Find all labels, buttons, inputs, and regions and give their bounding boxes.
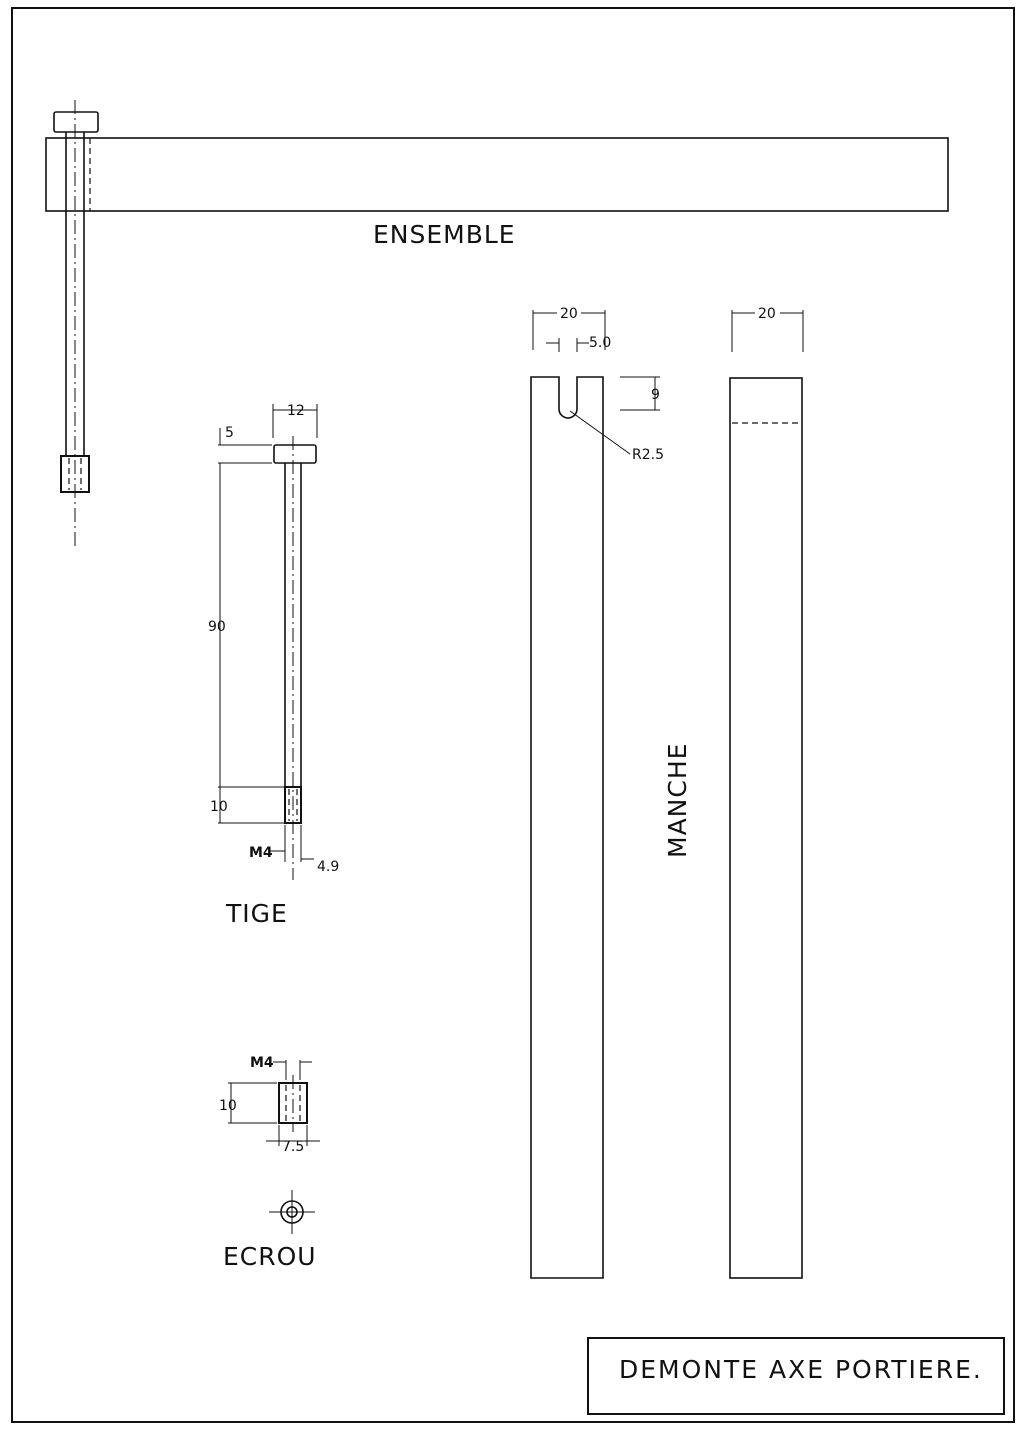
dim-slot-depth-text: 9 xyxy=(651,387,660,403)
dim-thread-length-text: 10 xyxy=(210,799,228,815)
dim-shaft-length-text: 90 xyxy=(208,619,226,635)
dim-thread-diameter-text: 4.9 xyxy=(317,859,339,875)
assembly-rod-head xyxy=(53,111,99,133)
assembly-label: ENSEMBLE xyxy=(373,220,516,249)
dim-thread-text: M4 xyxy=(249,845,273,861)
nut-label: ECROU xyxy=(223,1242,317,1271)
nut-view: M4 10 7.5 ECROU xyxy=(219,1055,320,1271)
handle-side-outline xyxy=(729,377,803,1279)
dim-head-width-text: 12 xyxy=(287,403,305,419)
title-block-title: DEMONTE AXE PORTIERE. xyxy=(619,1355,983,1384)
handle-label: MANCHE xyxy=(663,743,692,858)
rod-label: TIGE xyxy=(225,899,288,928)
dim-head-height-text: 5 xyxy=(225,425,234,441)
rod-view: 12 5 90 10 M4 4.9 TIGE xyxy=(208,403,339,928)
assembly-handle-bar xyxy=(45,137,949,212)
dim-slot-radius-leader xyxy=(569,410,631,455)
dim-nut-width-text: 7.5 xyxy=(282,1139,304,1155)
sheet-border xyxy=(11,7,1015,1423)
assembly-view: ENSEMBLE xyxy=(45,100,949,548)
dim-slot-width-text: 5.0 xyxy=(589,335,611,351)
dim-slot-radius-text: R2.5 xyxy=(632,447,664,463)
handle-front-view: 20 5.0 9 R2.5 MANCHE xyxy=(530,306,692,1279)
title-block: DEMONTE AXE PORTIERE. xyxy=(587,1337,1005,1415)
dim-nut-height-text: 10 xyxy=(219,1098,237,1114)
handle-side-view: 20 xyxy=(729,306,804,1279)
handle-front-outline xyxy=(530,376,604,1279)
title-block-frame xyxy=(587,1337,1005,1415)
dim-handle-side-text: 20 xyxy=(758,306,776,322)
rod-head xyxy=(273,444,317,464)
dim-nut-thread-text: M4 xyxy=(250,1055,274,1071)
dim-handle-width-text: 20 xyxy=(560,306,578,322)
